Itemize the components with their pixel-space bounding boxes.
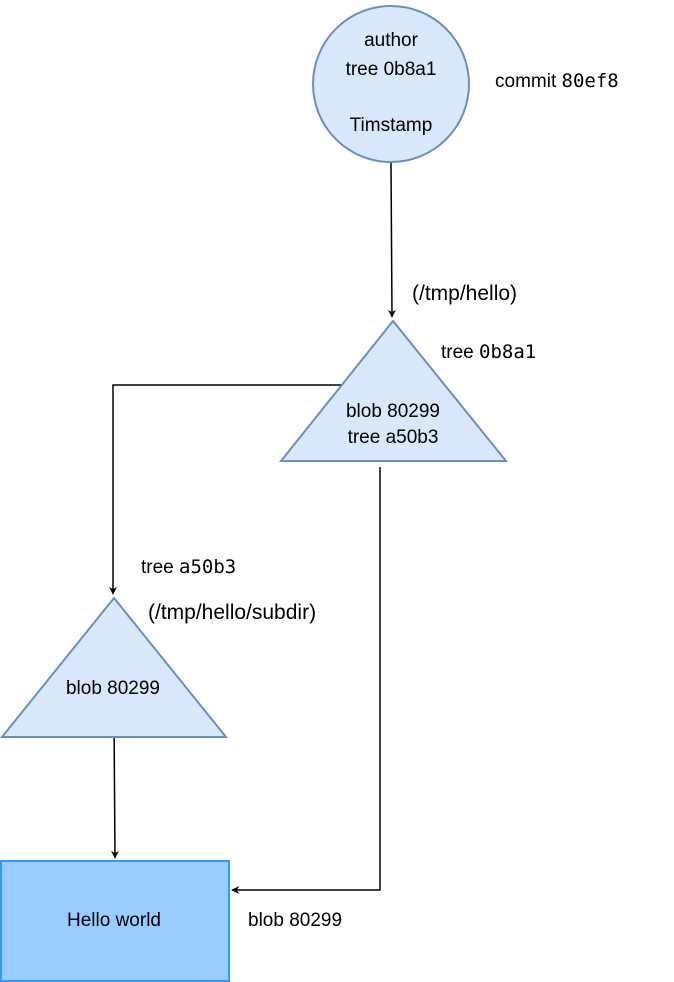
commit-label: commit 80ef8 [495, 70, 619, 92]
edge-root-tree-to-subtree [109, 384, 341, 595]
commit-timestamp: Timstamp [350, 115, 433, 136]
root-tree-triangle [278, 319, 509, 462]
root-tree-label-hash: 0b8a1 [479, 341, 536, 363]
root-tree-node[interactable]: blob 80299 tree a50b3 [278, 319, 509, 462]
commit-author: author [364, 30, 419, 51]
subtree-node[interactable]: blob 80299 [0, 596, 229, 738]
blob-content: Hello world [67, 910, 161, 931]
root-tree-label: tree 0b8a1 [441, 341, 536, 363]
subtree-label-prefix: tree [141, 557, 179, 578]
blob-label: blob 80299 [248, 910, 342, 931]
blob-rect [0, 860, 230, 982]
commit-circle [312, 5, 470, 163]
blob-node[interactable]: Hello world [0, 860, 230, 982]
subtree-label: tree a50b3 [141, 556, 236, 578]
commit-tree-ref: tree 0b8a1 [346, 59, 437, 80]
subtree-entry-blob: blob 80299 [66, 678, 160, 699]
root-tree-entry-blob: blob 80299 [346, 401, 440, 422]
root-tree-entry-tree: tree a50b3 [348, 427, 439, 448]
commit-label-prefix: commit [495, 71, 562, 92]
subtree-label-hash: a50b3 [179, 556, 236, 578]
edge-subtree-to-blob [110, 716, 119, 859]
subtree-triangle [0, 596, 229, 738]
commit-label-hash: 80ef8 [562, 70, 619, 92]
commit-node[interactable]: author tree 0b8a1 Timstamp [312, 5, 470, 163]
subtree-path: (/tmp/hello/subdir) [148, 601, 316, 624]
root-tree-label-prefix: tree [441, 342, 479, 363]
edge-commit-to-root-tree [387, 161, 396, 318]
root-tree-path: (/tmp/hello) [412, 282, 517, 305]
edge-root-tree-to-blob [231, 467, 381, 894]
